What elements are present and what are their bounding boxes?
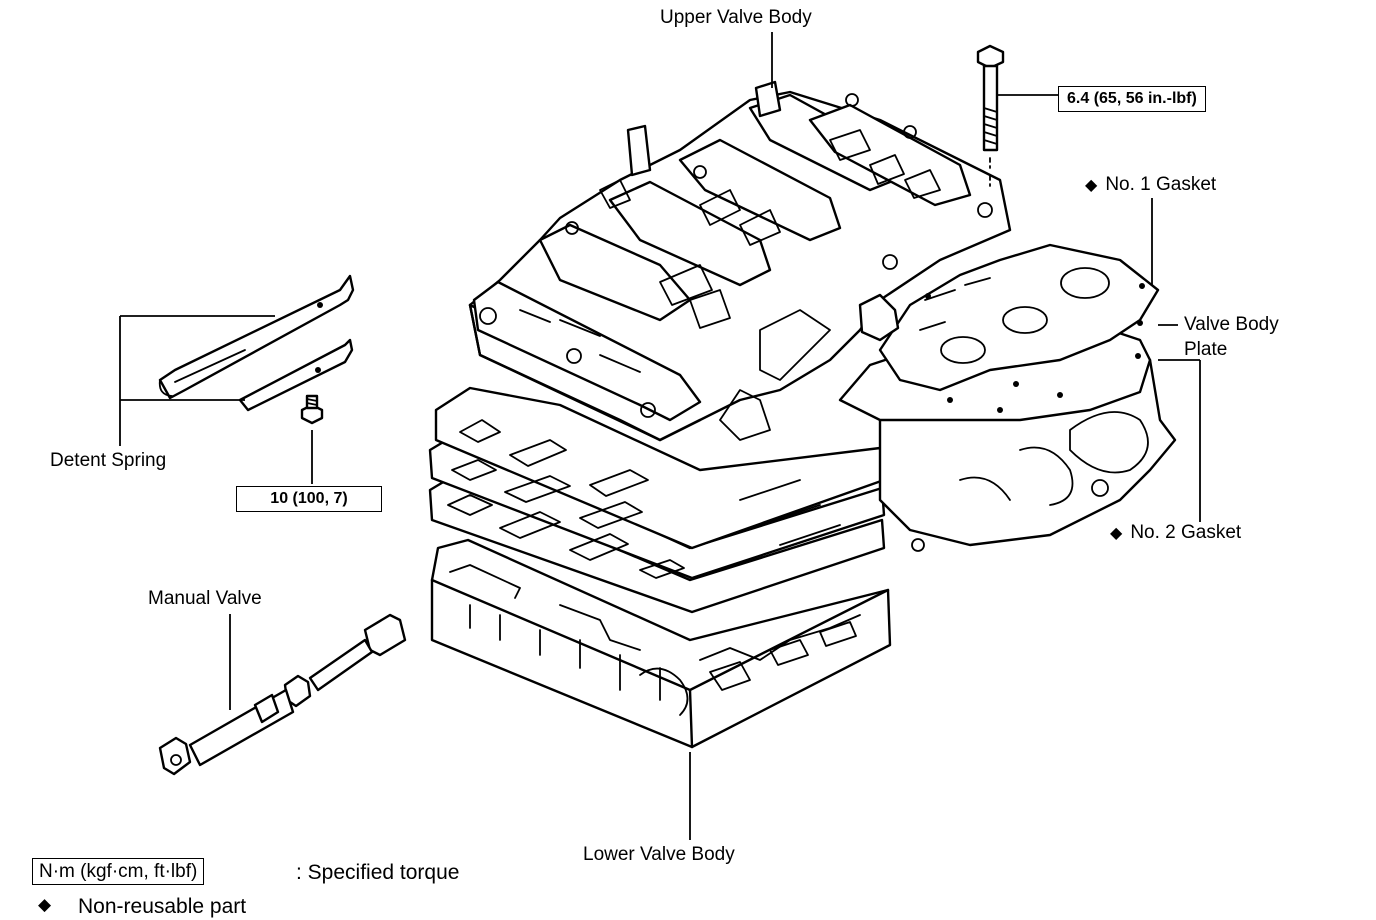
valve-body-plate-label-line2: Plate	[1184, 339, 1228, 360]
lower-valve-body-label: Lower Valve Body	[583, 844, 735, 865]
torque-legend-desc: : Specified torque	[296, 861, 460, 884]
detent-bolt	[300, 394, 324, 425]
non-reusable-legend-desc: Non-reusable part	[78, 895, 247, 918]
gasket-stack	[428, 386, 886, 614]
upper-valve-body	[468, 80, 1012, 442]
manual-valve-label: Manual Valve	[148, 588, 262, 609]
upper-valve-body-label: Upper Valve Body	[660, 7, 812, 28]
upper-bolt	[976, 44, 1005, 187]
non-reusable-diamond-icon: ◆	[1110, 525, 1123, 542]
valve-body-plate-label-line1: Valve Body	[1184, 314, 1279, 335]
no2-gasket-label: ◆ No. 2 Gasket	[1110, 523, 1241, 542]
non-reusable-legend-icon: ◆	[38, 895, 52, 914]
detent-spring	[158, 274, 355, 412]
non-reusable-diamond-icon: ◆	[1085, 177, 1098, 194]
detent-spring-label: Detent Spring	[50, 450, 167, 471]
lower-valve-body	[430, 538, 892, 749]
no1-gasket-text: No. 1 Gasket	[1105, 174, 1217, 195]
right-plates	[838, 243, 1177, 552]
manual-valve	[158, 613, 407, 776]
torque-unit-legend-box: N·m (kgf·cm, ft·lbf)	[32, 858, 205, 885]
no1-gasket-label: ◆ No. 1 Gasket	[1085, 175, 1216, 194]
leader-lines	[119, 32, 1201, 840]
no2-gasket-text: No. 2 Gasket	[1130, 522, 1242, 543]
detent-bolt-torque-box: 10 (100, 7)	[236, 486, 382, 512]
upper-bolt-torque-box: 6.4 (65, 56 in.-lbf)	[1058, 86, 1206, 112]
